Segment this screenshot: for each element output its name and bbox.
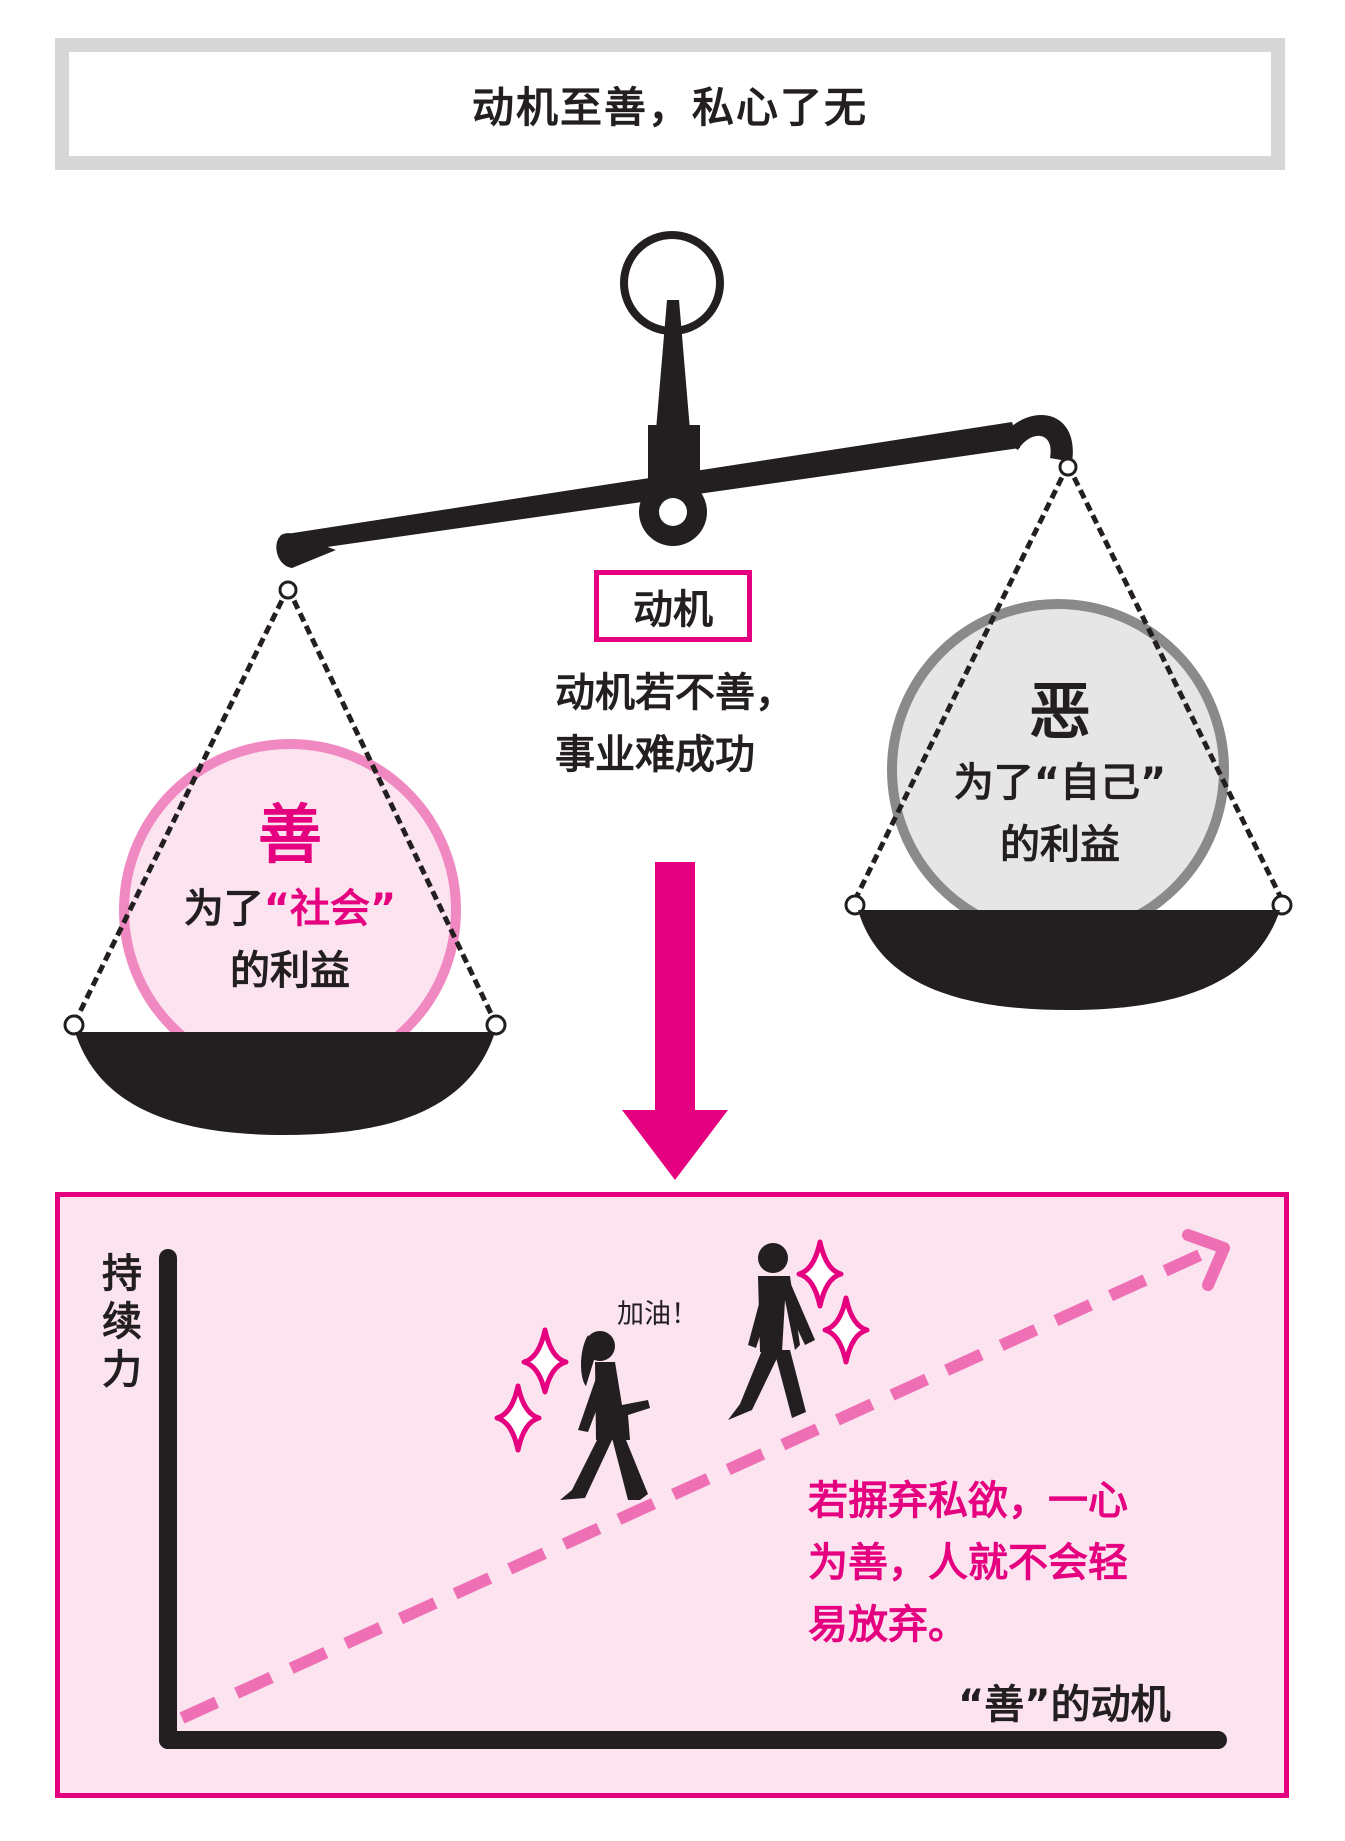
sparkle-icons [497, 1242, 867, 1450]
y-axis-label-char-2: 续 [100, 1298, 144, 1346]
sparkle-icon [524, 1330, 566, 1392]
cheer-text: 加油！ [617, 1292, 698, 1331]
y-axis-label-char-3: 力 [100, 1346, 144, 1394]
sparkle-icon [799, 1242, 841, 1306]
graph-message-line-1: 若摒弃私欲，一心 [808, 1470, 1228, 1532]
y-axis-label: 持 续 力 [100, 1250, 144, 1394]
sparkle-icon [825, 1298, 867, 1362]
walking-man-silhouette [728, 1243, 815, 1420]
x-axis-label: “善”的动机 [958, 1672, 1171, 1730]
graph-message: 若摒弃私欲，一心 为善，人就不会轻 易放弃。 [808, 1470, 1228, 1656]
y-axis-label-char-1: 持 [100, 1250, 144, 1298]
graph-message-line-2: 为善，人就不会轻 [808, 1532, 1228, 1594]
sparkle-icon [497, 1386, 539, 1450]
walking-woman-silhouette [560, 1331, 650, 1500]
graph-message-line-3: 易放弃。 [808, 1594, 1228, 1656]
